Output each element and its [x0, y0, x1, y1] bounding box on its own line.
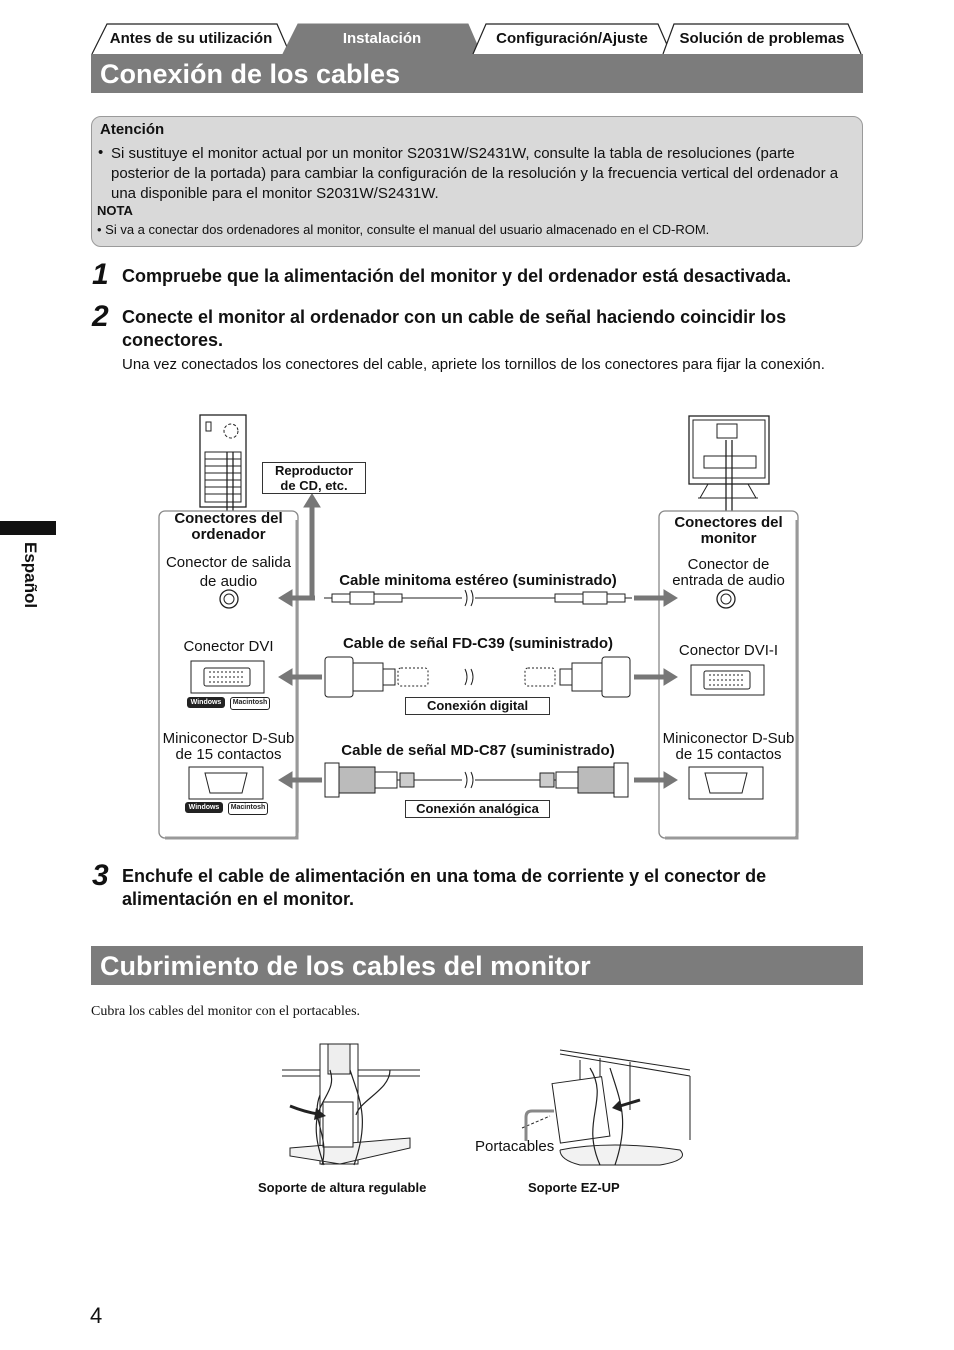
- audio-in-label: Conector de entrada de audio: [672, 556, 785, 589]
- tab-configuracion[interactable]: Configuración/Ajuste: [472, 22, 672, 54]
- note-text: • Si va a conectar dos ordenadores al mo…: [97, 222, 710, 237]
- language-label: Español: [21, 542, 40, 609]
- tab-shape: [472, 23, 672, 54]
- section-title-cubrimiento: Cubrimiento de los cables del monitor: [91, 946, 863, 985]
- d-sub-port-icon: [688, 766, 764, 800]
- page-number: 4: [90, 1303, 103, 1328]
- pc-connectors-title: Conectores del ordenador: [174, 510, 283, 543]
- tab-shape: [662, 23, 862, 54]
- language-tab-marker: [0, 521, 56, 535]
- d-sub-cable-icon: [324, 762, 629, 798]
- step-text: Compruebe que la alimentación del monito…: [122, 266, 792, 286]
- macintosh-badge: Macintosh: [228, 802, 268, 815]
- dvi-i-port-icon: [690, 664, 765, 696]
- holder-leader-line: [524, 1109, 554, 1141]
- audio-in-jack-icon: [716, 589, 736, 609]
- step-number: 1: [92, 258, 109, 291]
- d-sub-port-icon: [188, 766, 264, 800]
- tab-label: Configuración/Ajuste: [496, 29, 648, 47]
- caption-ez-up: Soporte EZ-UP: [528, 1180, 620, 1195]
- dsub-pc-label: Miniconector D-Sub de 15 contactos: [162, 730, 295, 763]
- windows-badge: Windows: [185, 802, 223, 813]
- audio-out-label: Conector de salida de audio: [165, 554, 292, 590]
- macintosh-badge: Macintosh: [230, 697, 270, 710]
- tab-label: Instalación: [342, 29, 422, 47]
- monitor-back-icon: [688, 415, 770, 512]
- attention-heading: Atención: [100, 121, 165, 138]
- tab-shape: [91, 23, 291, 54]
- dvi-cable-label: Cable de señal FD-C39 (suministrado): [342, 635, 614, 652]
- windows-badge: Windows: [187, 697, 225, 708]
- dvi-monitor-label: Conector DVI-I: [678, 642, 779, 659]
- step-number: 3: [92, 859, 109, 892]
- analog-connection-label: Conexión analógica: [405, 800, 550, 818]
- connection-diagram: [158, 414, 799, 840]
- step-number: 2: [92, 300, 109, 333]
- dvi-pc-label: Conector DVI: [183, 638, 274, 655]
- step-detail: Una vez conectados los conectores del ca…: [122, 356, 825, 373]
- step-text: Enchufe el cable de alimentación en una …: [122, 866, 767, 909]
- digital-connection-label: Conexión digital: [405, 697, 550, 715]
- attention-text: Si sustituye el monitor actual por un mo…: [111, 145, 839, 202]
- tab-antes[interactable]: Antes de su utilización: [91, 22, 291, 54]
- step-text: Conecte el monitor al ordenador con un c…: [122, 307, 787, 350]
- height-adjustable-stand-illustration: [282, 1043, 420, 1166]
- analog-cable-label: Cable de señal MD-C87 (suministrado): [341, 742, 615, 759]
- caption-height-adjustable: Soporte de altura regulable: [258, 1180, 427, 1195]
- audio-cable-label: Cable minitoma estéreo (suministrado): [339, 572, 617, 589]
- section2-intro: Cubra los cables del monitor con el port…: [91, 1004, 361, 1019]
- arrow-icons: [278, 493, 678, 789]
- tab-instalacion[interactable]: Instalación: [282, 22, 482, 54]
- stereo-cable-icon: [324, 589, 632, 607]
- dvi-cable-icon: [324, 656, 631, 698]
- audio-out-jack-icon: [219, 589, 239, 609]
- cd-player-label: Reproductor de CD, etc.: [262, 462, 366, 494]
- ez-up-stand-illustration: [521, 1049, 691, 1166]
- attention-box: Atención • Si sustituye el monitor actua…: [91, 116, 863, 247]
- dsub-monitor-label: Miniconector D-Sub de 15 contactos: [662, 730, 795, 763]
- computer-tower-icon: [199, 414, 247, 512]
- attention-bullet: •: [98, 144, 104, 161]
- dvi-port-icon: [190, 660, 265, 694]
- monitor-connectors-title: Conectores del monitor: [674, 514, 783, 547]
- note-heading: NOTA: [97, 203, 133, 218]
- tab-solucion[interactable]: Solución de problemas: [662, 22, 862, 54]
- section-title-conexion: Conexión de los cables: [91, 54, 863, 93]
- cable-holder-label: Portacables: [475, 1138, 555, 1155]
- tab-label: Antes de su utilización: [109, 29, 273, 47]
- tab-shape: [282, 23, 482, 54]
- tab-label: Solución de problemas: [679, 29, 845, 47]
